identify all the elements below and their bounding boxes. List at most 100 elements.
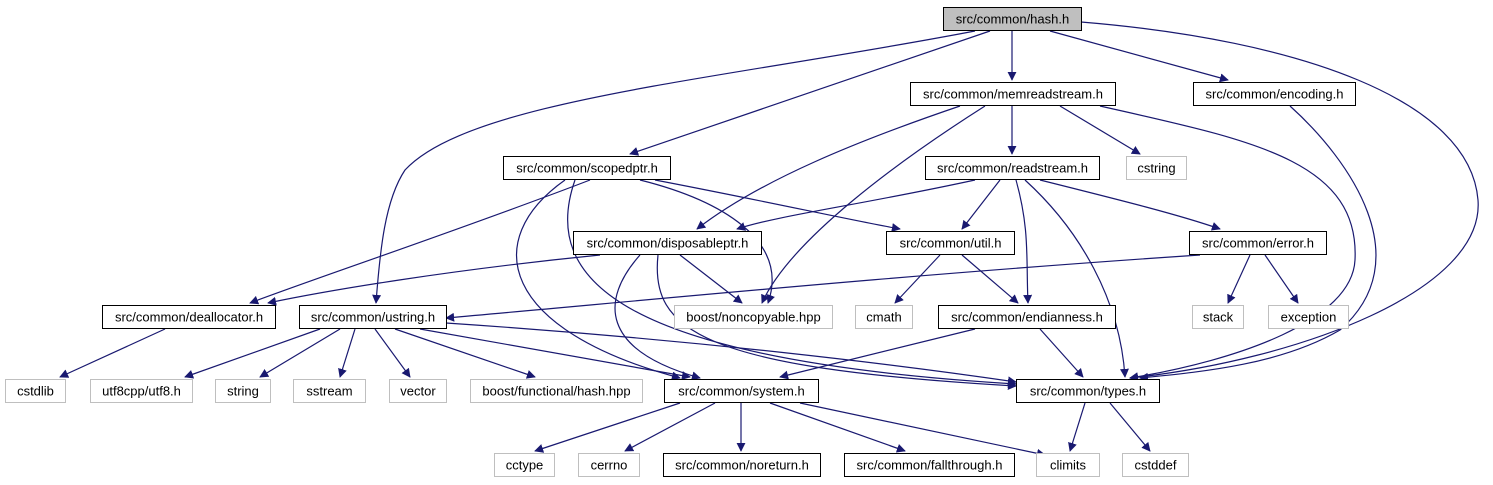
edge-readstream-to-error [1039,179,1221,231]
edge-ustring-to-sstream [338,328,356,378]
node-box-sstream [293,379,366,403]
node-climits: climits [1036,453,1100,477]
node-box-exception [1268,305,1349,329]
node-memreadstream[interactable]: src/common/memreadstream.h [910,82,1116,106]
node-deallocator[interactable]: src/common/deallocator.h [102,305,276,329]
node-label-ustring: src/common/ustring.h [311,310,435,325]
node-box-noncopyable [674,305,833,329]
edge-scopedptr-to-deallocator [249,179,591,305]
node-box-encoding [1193,82,1356,106]
edge-memreadstream-to-types [1099,105,1356,382]
node-system[interactable]: src/common/system.h [664,379,819,403]
node-box-endianness [938,305,1116,329]
edge-error-to-stack [1227,254,1251,304]
node-scopedptr[interactable]: src/common/scopedptr.h [503,156,671,180]
node-cctype: cctype [494,453,555,477]
edge-ustring-to-types [445,322,1017,386]
node-label-readstream: src/common/readstream.h [937,161,1088,176]
edge-ustring-to-boosthash [394,328,536,379]
edge-scopedptr-to-util [654,179,901,232]
node-box-ustring [299,305,447,329]
node-box-boosthash [470,379,643,403]
node-label-noncopyable: boost/noncopyable.hpp [686,310,820,325]
edge-memreadstream-to-cstring [1059,105,1141,155]
edges-layer [59,21,1479,458]
node-box-scopedptr [503,156,671,180]
edge-disposableptr-to-deallocator [267,254,601,306]
node-cstddef: cstddef [1122,453,1189,477]
edge-system-to-fallthrough [769,402,906,453]
node-box-cstddef [1122,453,1189,477]
edge-ustring-to-string [259,328,341,378]
nodes-layer: src/common/hash.h src/common/memreadstrea… [5,7,1356,477]
edge-memreadstream-to-noncopyable [761,105,986,304]
node-label-scopedptr: src/common/scopedptr.h [516,161,658,176]
node-label-cerrno: cerrno [591,458,628,473]
node-label-string: string [227,384,259,399]
node-box-system [664,379,819,403]
node-label-utf8: utf8cpp/utf8.h [102,384,181,399]
edge-readstream-to-endianness [1015,179,1033,304]
node-cmath: cmath [855,305,913,329]
node-endianness[interactable]: src/common/endianness.h [938,305,1116,329]
node-box-vector [389,379,447,403]
node-label-exception: exception [1281,310,1337,325]
node-cstdlib: cstdlib [5,379,66,403]
node-types[interactable]: src/common/types.h [1016,379,1160,403]
edge-readstream-to-types [1024,179,1129,378]
node-ustring[interactable]: src/common/ustring.h [299,305,447,329]
edge-ustring-to-system [419,328,691,381]
node-vector: vector [389,379,447,403]
node-disposableptr[interactable]: src/common/disposableptr.h [573,231,762,255]
node-fallthrough[interactable]: src/common/fallthrough.h [844,453,1015,477]
node-noreturn[interactable]: src/common/noreturn.h [663,453,821,477]
node-exception: exception [1268,305,1349,329]
edge-readstream-to-disposableptr [736,179,976,231]
edge-ustring-to-utf8 [184,328,321,379]
node-label-endianness: src/common/endianness.h [951,310,1103,325]
edge-system-to-climits [799,402,1046,458]
edge-types-to-cstddef [1109,402,1151,452]
edge-error-to-ustring [445,254,1201,322]
edge-util-to-endianness [961,254,1019,304]
node-label-memreadstream: src/common/memreadstream.h [923,87,1103,102]
node-box-cctype [494,453,555,477]
edge-disposableptr-to-system [614,254,701,381]
node-box-memreadstream [910,82,1116,106]
node-utf8: utf8cpp/utf8.h [90,379,193,403]
node-label-util: src/common/util.h [900,236,1002,251]
edge-disposableptr-to-noncopyable [679,254,743,304]
node-box-deallocator [102,305,276,329]
edge-error-to-exception [1264,254,1299,304]
node-box-types [1016,379,1160,403]
node-box-cstring [1126,156,1187,180]
node-cerrno: cerrno [578,453,640,477]
node-label-cstddef: cstddef [1135,458,1177,473]
node-readstream[interactable]: src/common/readstream.h [925,156,1100,180]
node-noncopyable: boost/noncopyable.hpp [674,305,833,329]
edge-hash-to-encoding [1049,30,1229,83]
edge-endianness-to-types [1039,328,1084,378]
node-encoding[interactable]: src/common/encoding.h [1193,82,1356,106]
edge-hash-to-types [1080,21,1479,382]
node-util[interactable]: src/common/util.h [886,231,1015,255]
node-box-utf8 [90,379,193,403]
node-box-climits [1036,453,1100,477]
node-label-hash: src/common/hash.h [956,12,1069,27]
node-error[interactable]: src/common/error.h [1189,231,1327,255]
node-label-noreturn: src/common/noreturn.h [675,458,809,473]
edge-disposableptr-to-types [656,254,1017,391]
node-string: string [215,379,271,403]
node-hash[interactable]: src/common/hash.h [943,7,1082,31]
node-label-vector: vector [400,384,436,399]
node-label-climits: climits [1050,458,1087,473]
node-label-error: src/common/error.h [1202,236,1314,251]
node-box-stack [1192,305,1244,329]
edge-endianness-to-system [779,328,976,380]
node-box-error [1189,231,1327,255]
edge-types-to-climits [1068,402,1086,452]
node-label-cstring: cstring [1137,161,1175,176]
node-box-hash [943,7,1082,31]
node-label-boosthash: boost/functional/hash.hpp [482,384,630,399]
